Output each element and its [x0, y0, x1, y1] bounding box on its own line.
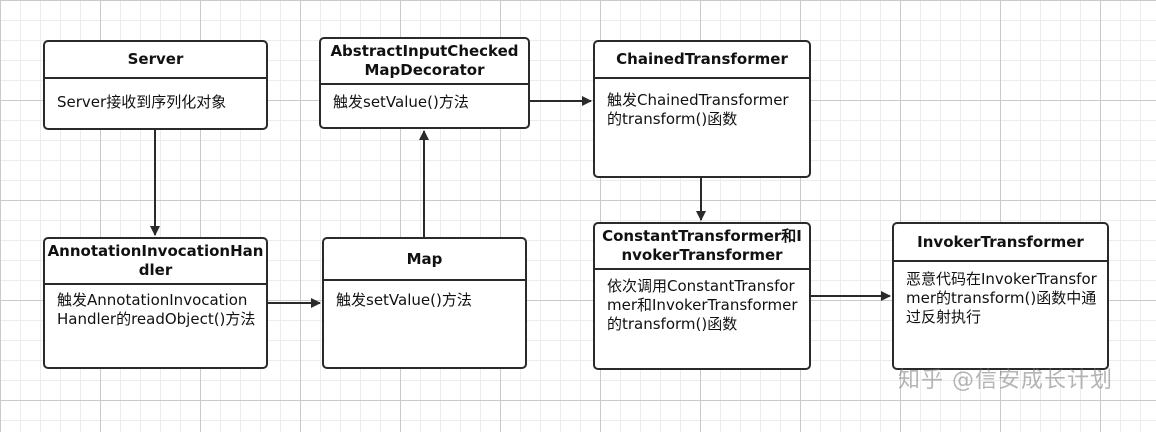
node-body: 触发AnnotationInvocationHandler的readObject…	[57, 291, 256, 328]
node-title: Server	[45, 42, 266, 79]
node-body: 依次调用ConstantTransformer和InvokerTransform…	[607, 277, 798, 333]
node-body: 恶意代码在InvokerTransformer的transform()函数中通过…	[906, 270, 1097, 326]
node-invoker-transformer: InvokerTransformer 恶意代码在InvokerTransform…	[892, 222, 1109, 370]
node-title: AbstractInputCheckedMapDecorator	[321, 39, 528, 85]
watermark-logo: 知乎 @信安成长计划	[898, 368, 1113, 393]
node-title: InvokerTransformer	[894, 224, 1107, 262]
node-constant-invoker-transformer: ConstantTransformer和InvokerTransformer 依…	[593, 222, 811, 370]
node-body: 触发ChainedTransformer的transform()函数	[607, 91, 789, 128]
node-body: 触发setValue()方法	[336, 291, 472, 309]
node-map: Map 触发setValue()方法	[322, 237, 527, 369]
node-server: Server Server接收到序列化对象	[43, 40, 268, 130]
node-title: ConstantTransformer和InvokerTransformer	[595, 224, 809, 270]
node-annotation-invocation-handler: AnnotationInvocationHandler 触发Annotation…	[43, 237, 268, 369]
node-chained-transformer: ChainedTransformer 触发ChainedTransformer的…	[593, 40, 811, 178]
node-title: ChainedTransformer	[595, 42, 809, 79]
node-abstract-input-checked-map-decorator: AbstractInputCheckedMapDecorator 触发setVa…	[319, 37, 530, 129]
node-title: Map	[324, 239, 525, 281]
node-title: AnnotationInvocationHandler	[45, 239, 266, 285]
node-body: 触发setValue()方法	[333, 93, 469, 111]
node-body: Server接收到序列化对象	[57, 93, 227, 111]
